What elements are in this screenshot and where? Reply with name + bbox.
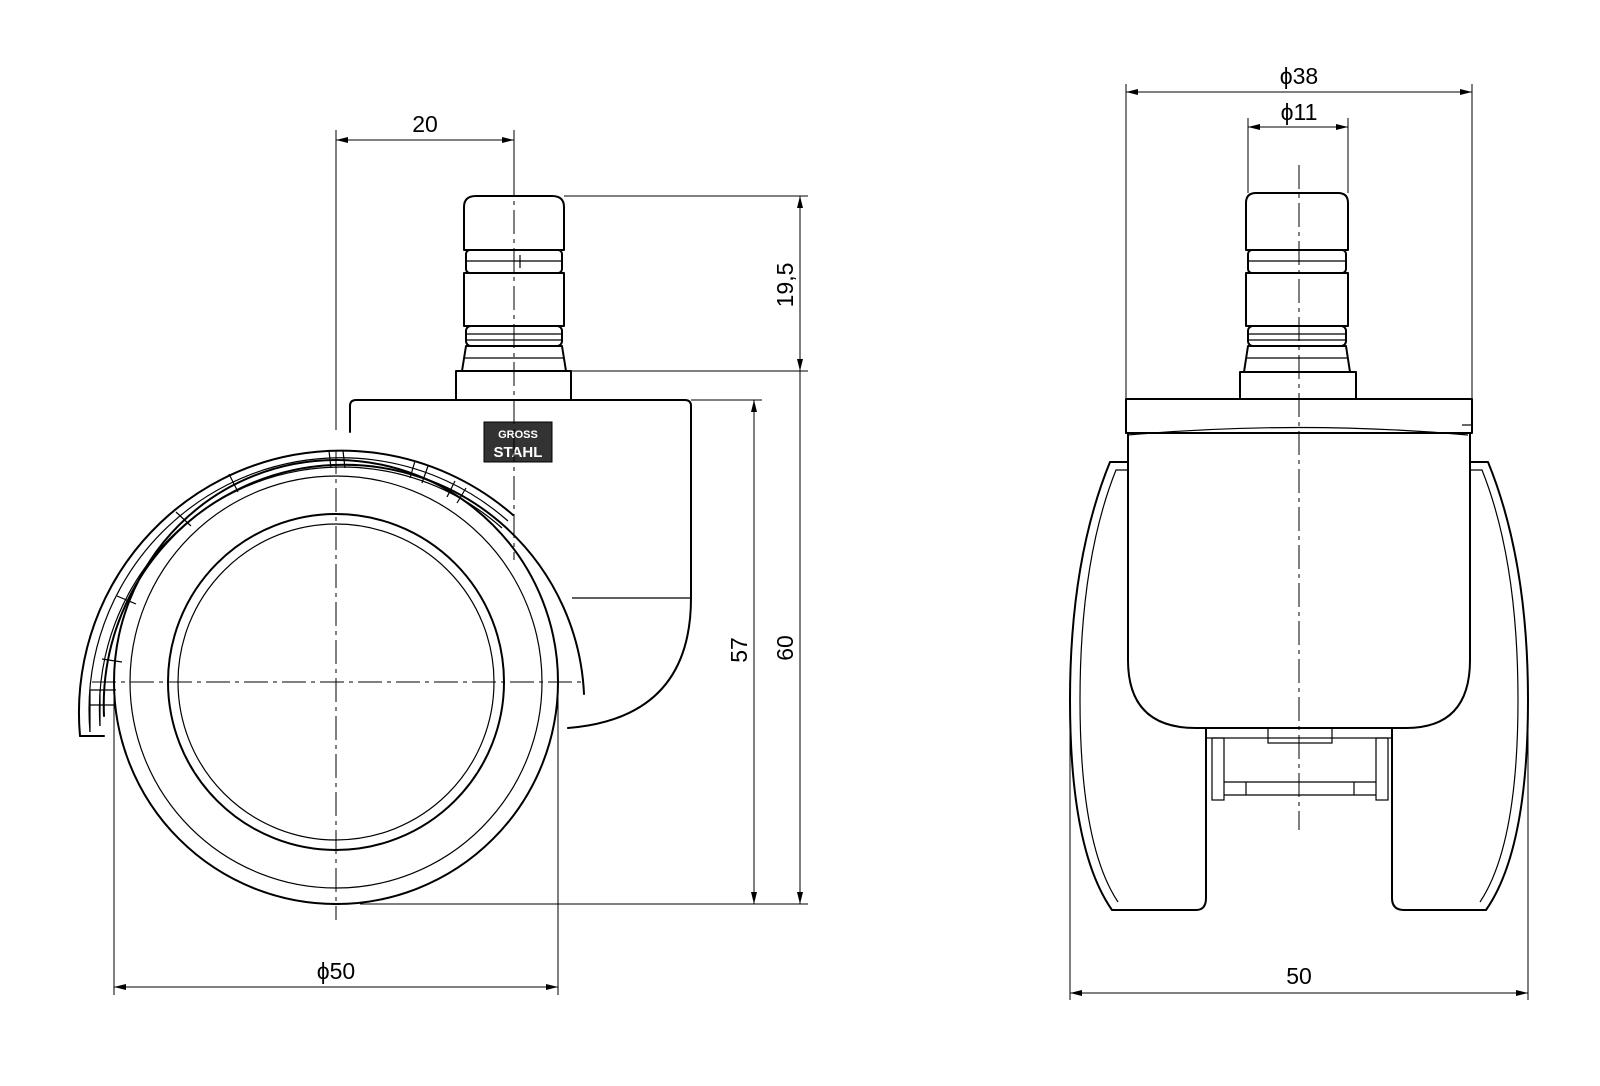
front-stem [1239,192,1357,400]
svg-text:57: 57 [726,637,752,663]
dim-overall-width-50: 50 [1070,963,1528,996]
dim-offset-20: 20 [336,111,514,143]
svg-text:50: 50 [1286,963,1312,989]
svg-text:ϕ38: ϕ38 [1280,63,1318,89]
svg-text:ϕ11: ϕ11 [1281,99,1318,125]
svg-text:19,5: 19,5 [772,263,798,308]
wheel-hood-outer [77,449,514,737]
svg-text:20: 20 [412,111,438,137]
front-housing [1127,432,1471,729]
svg-text:GROSS: GROSS [498,429,538,441]
dim-height-57: 57 [726,400,757,904]
svg-text:STAHL: STAHL [494,444,543,461]
svg-text:60: 60 [772,635,798,661]
dim-wheel-diameter-50: ϕ50 [114,958,558,990]
dim-stem-diameter-11: ϕ11 [1248,99,1348,130]
front-tire-left [1069,461,1207,911]
front-view: ϕ38 ϕ11 50 [1069,63,1529,1000]
gross-stahl-logo: GROSS STAHL [483,421,553,463]
dim-housing-diameter-38: ϕ38 [1126,63,1472,95]
dim-stem-19-5: 19,5 [772,196,803,371]
dim-height-60: 60 [772,371,803,904]
svg-text:ϕ50: ϕ50 [317,958,355,984]
front-tire-right [1391,461,1529,911]
side-view: GROSS STAHL 20 [77,111,808,995]
housing-outline [349,399,692,729]
